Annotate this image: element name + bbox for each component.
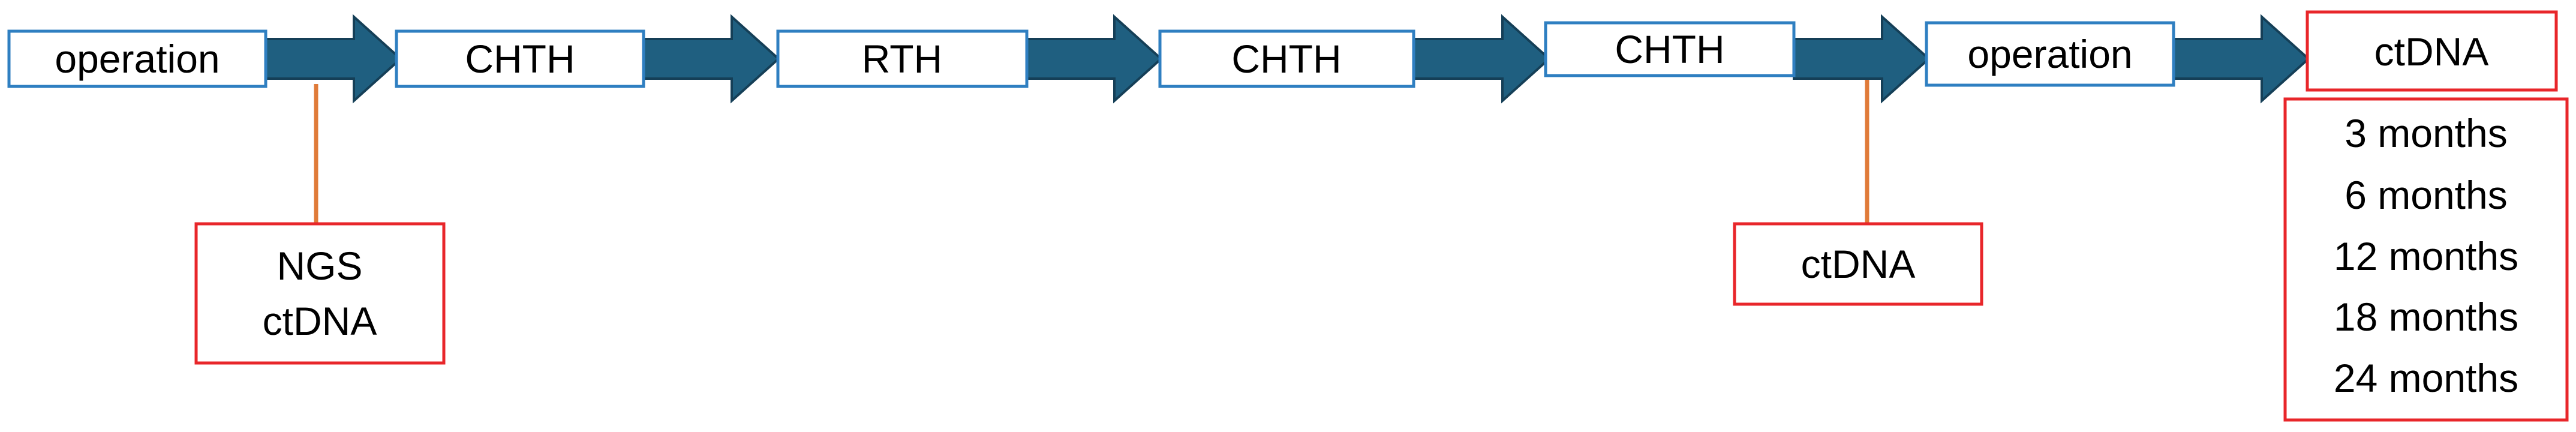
step-ctdna-final: ctDNA [2306, 10, 2558, 92]
flow-arrow [264, 14, 402, 104]
schedule-item: 12 months [2334, 234, 2518, 278]
step-operation-2: operation [1925, 21, 2175, 87]
callout-line: ctDNA [1801, 242, 1916, 286]
step-operation-1: operation [7, 29, 267, 88]
step-chth-3: CHTH [1544, 21, 1796, 77]
schedule-box: 3 months 6 months 12 months 18 months 24… [2283, 97, 2569, 422]
step-chth-2: CHTH [1158, 29, 1415, 88]
step-label: operation [55, 37, 220, 81]
flow-arrow [1793, 14, 1931, 104]
flow-arrow [2172, 14, 2310, 104]
callout-line: NGS [276, 244, 362, 288]
flow-arrow [642, 14, 780, 104]
step-rth: RTH [776, 29, 1029, 88]
step-label: CHTH [1231, 37, 1341, 81]
step-label: CHTH [465, 37, 575, 81]
step-label: operation [1967, 32, 2132, 76]
schedule-item: 18 months [2334, 295, 2518, 339]
schedule-item: 6 months [2344, 173, 2507, 217]
step-label: ctDNA [2374, 29, 2489, 74]
step-label: CHTH [1615, 27, 1724, 71]
callout-ngs-ctdna: NGS ctDNA [194, 222, 446, 365]
schedule-item: 24 months [2334, 356, 2518, 400]
step-label: RTH [862, 37, 942, 81]
callout-line: ctDNA [263, 299, 377, 343]
flow-arrow [1412, 14, 1551, 104]
schedule-item: 3 months [2344, 111, 2507, 155]
callout-ctdna: ctDNA [1733, 222, 1983, 306]
step-chth-1: CHTH [395, 29, 645, 88]
flow-arrow [1026, 14, 1163, 104]
